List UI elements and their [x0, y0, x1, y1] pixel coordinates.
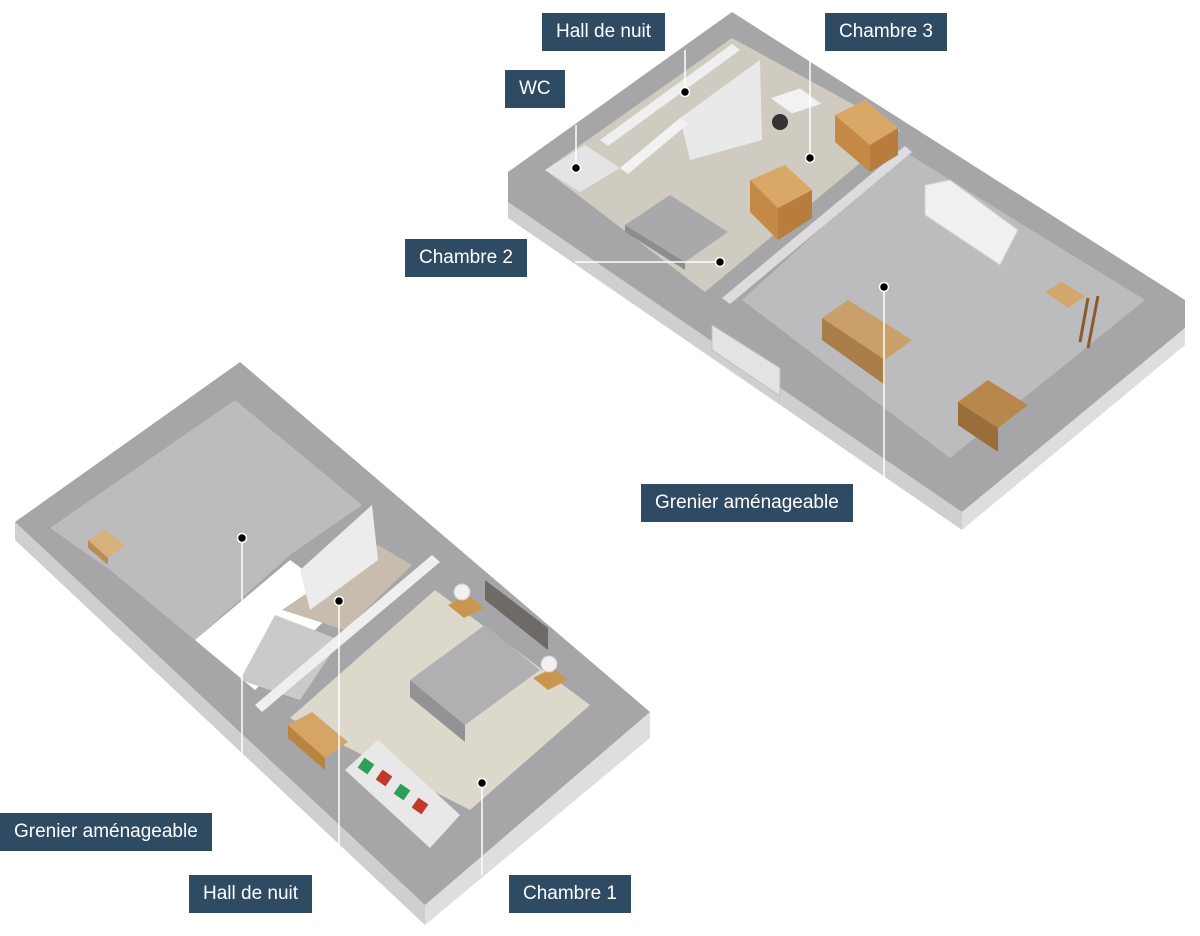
marker-chambre-3 [804, 152, 816, 164]
box-lower-grenier [88, 530, 125, 565]
workbench-grenier [822, 300, 912, 385]
nightstand-left [448, 583, 484, 618]
label-wc: WC [505, 70, 565, 108]
bed-chambre-1 [410, 580, 548, 742]
wardrobe-chambre-2 [750, 165, 812, 240]
marker-grenier-lower [236, 532, 248, 544]
upper-grenier-floor [742, 152, 1145, 458]
pallet-grenier [1045, 282, 1100, 349]
room-markers [236, 86, 890, 789]
label-grenier-upper: Grenier aménageable [641, 484, 853, 522]
marker-wc [570, 162, 582, 174]
label-hall-de-nuit-lower: Hall de nuit [189, 875, 313, 913]
nightstand-right [533, 655, 568, 690]
label-hall-de-nuit-upper: Hall de nuit [542, 13, 666, 51]
marker-hall-de-nuit-lower [333, 595, 345, 607]
wardrobe-dressing [357, 757, 429, 815]
label-chambre-1: Chambre 1 [509, 875, 631, 913]
lower-hall-floor [282, 545, 412, 630]
cabinet-grenier [958, 380, 1028, 452]
bed-chambre-2 [625, 195, 728, 270]
label-chambre-3: Chambre 3 [825, 13, 947, 51]
wardrobe-chambre-3 [835, 100, 898, 172]
shelves-grenier [924, 179, 1019, 266]
desk-chambre-3 [768, 87, 824, 130]
desk-lower [288, 712, 348, 770]
label-grenier-lower: Grenier aménageable [0, 813, 212, 851]
marker-hall-de-nuit-upper [679, 86, 691, 98]
marker-chambre-2 [714, 256, 726, 268]
label-chambre-2: Chambre 2 [405, 239, 527, 277]
lower-floor-plan [15, 362, 650, 925]
upper-floor-plan [508, 12, 1185, 530]
marker-chambre-1 [476, 777, 488, 789]
marker-grenier-upper [878, 281, 890, 293]
lower-grenier-floor [50, 400, 362, 640]
leader-lines [241, 50, 885, 875]
